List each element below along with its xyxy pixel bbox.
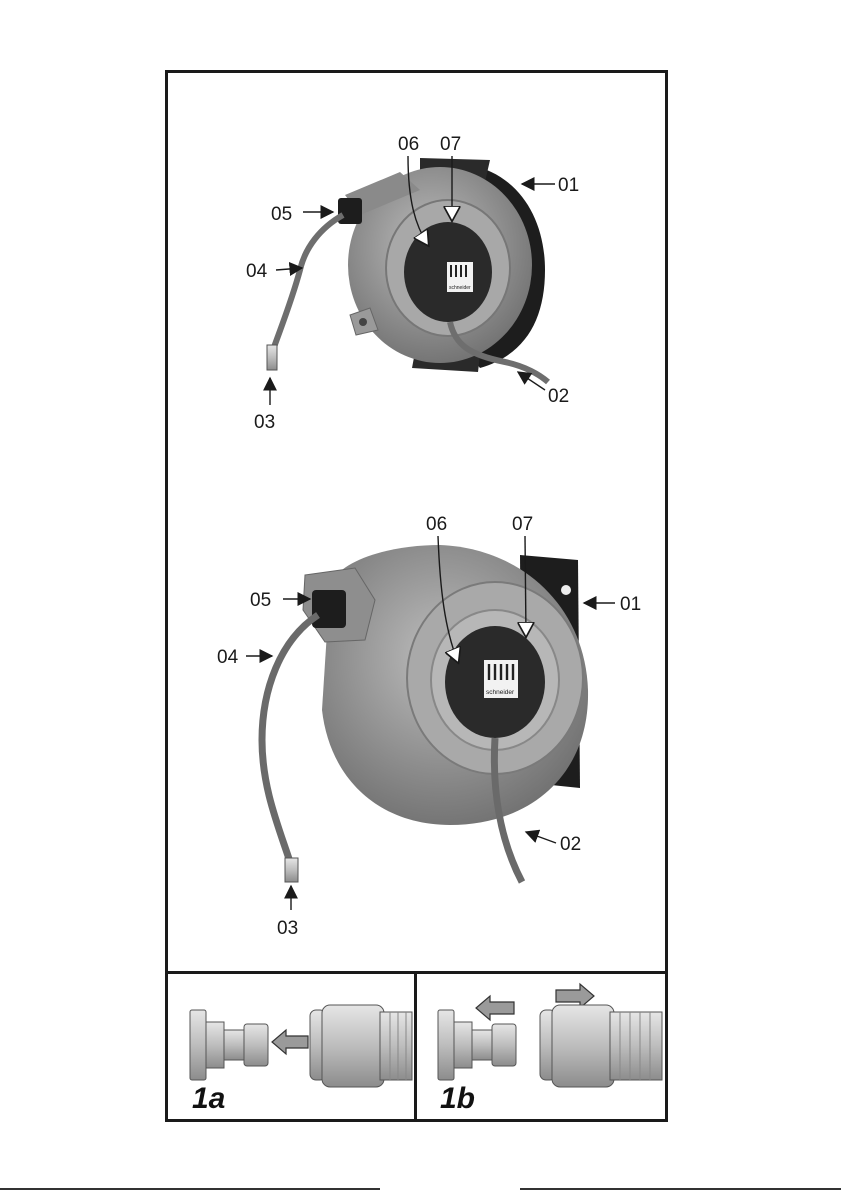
leader-02 [526, 832, 556, 843]
plug-flange [190, 1010, 206, 1080]
page-rule-left [0, 1188, 380, 1190]
panel-label-1b: 1b [440, 1082, 475, 1115]
callout-04: 04 [217, 647, 239, 668]
coupling-body [552, 1005, 614, 1087]
plug-nipple [244, 1024, 268, 1066]
hose-fitting [267, 345, 277, 370]
callout-02: 02 [560, 834, 581, 855]
arrow-left-icon [272, 1030, 308, 1054]
callout-01: 01 [620, 594, 641, 615]
callout-02: 02 [548, 386, 569, 407]
panel-1b-disconnect: 1b [438, 984, 662, 1115]
callout-03: 03 [277, 918, 298, 939]
callout-06: 06 [398, 134, 419, 155]
hose-outlet [312, 590, 346, 628]
logo-text: schneider [486, 689, 515, 696]
callout-01: 01 [558, 175, 579, 196]
arrow-left-icon [476, 996, 514, 1020]
callout-06: 06 [426, 514, 447, 535]
plug-nipple [492, 1024, 516, 1066]
callout-03: 03 [254, 412, 275, 433]
leader-07 [525, 536, 526, 636]
callout-05: 05 [250, 590, 271, 611]
coupling-body [322, 1005, 384, 1087]
hose-outlet-line [273, 215, 343, 350]
hose-outlet-line [262, 615, 318, 868]
callout-05: 05 [271, 204, 292, 225]
hose-reel-large: schneider [262, 545, 588, 882]
panel-1a-connect: 1a [190, 1005, 412, 1115]
callout-07: 07 [512, 514, 533, 535]
hose-reel-small: schneider [267, 158, 548, 382]
page-rule-right [520, 1188, 841, 1190]
hose-outlet [338, 198, 362, 224]
plug-flange [438, 1010, 454, 1080]
callout-07: 07 [440, 134, 461, 155]
panel-label-1a: 1a [192, 1082, 225, 1115]
callout-04: 04 [246, 261, 268, 282]
logo-text: schneider [449, 285, 471, 291]
hose-fitting [285, 858, 298, 882]
arrow-right-icon [556, 984, 594, 1008]
